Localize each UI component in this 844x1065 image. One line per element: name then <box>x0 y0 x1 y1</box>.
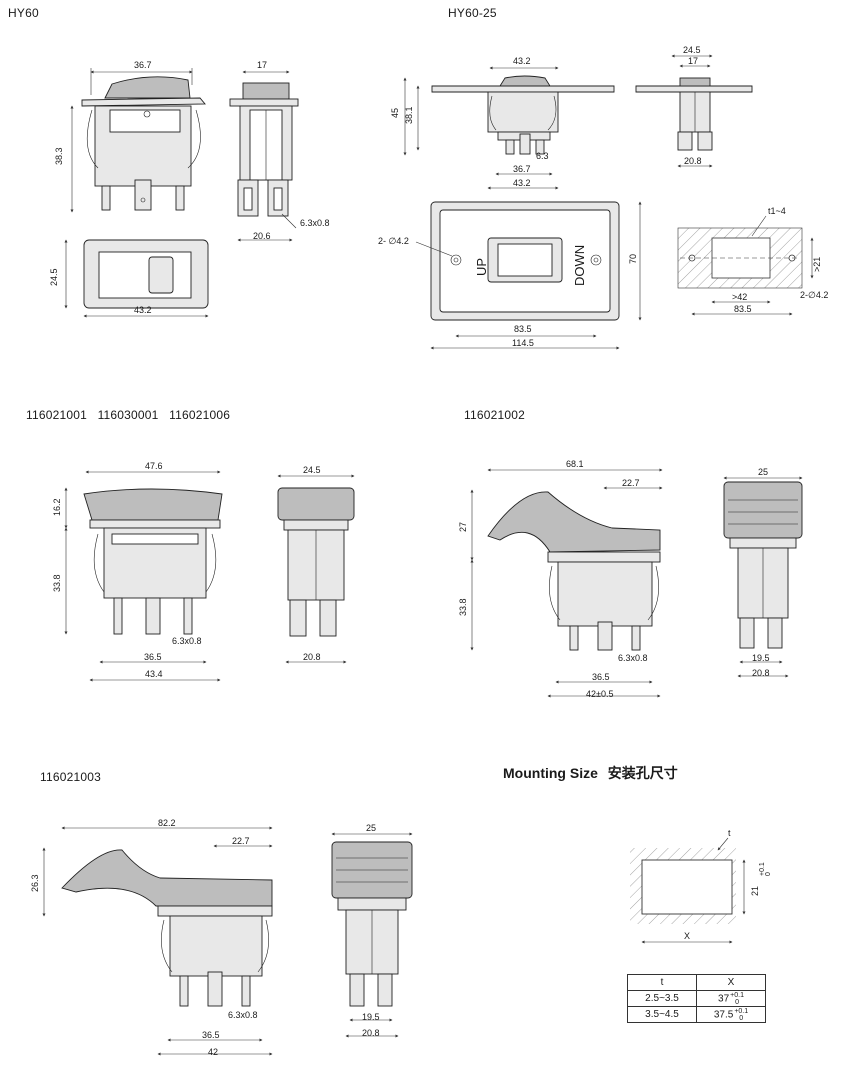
group1-dim-338: 33.8 <box>52 574 62 592</box>
title-group2: 116021002 <box>464 408 525 422</box>
group3-dim-side-25: 25 <box>366 823 376 833</box>
cutout-dim-21: >21 <box>812 257 822 272</box>
hy60-25-dim-835: 83.5 <box>514 324 532 334</box>
hy60-25-dim-70: 70 <box>628 254 638 264</box>
hy60-25-plate-front-view <box>430 201 620 321</box>
group3-dim-263: 26.3 <box>30 874 40 892</box>
hy60-25-dim-367: 36.7 <box>513 164 531 174</box>
hy60-25-dim-top: 43.2 <box>513 56 531 66</box>
title-group1: 116021001 116030001 116021006 <box>26 408 231 422</box>
mounting-table-cell-t: 2.5~3.5 <box>627 990 697 1007</box>
mounting-dim-21: 21 <box>750 886 760 896</box>
mounting-dim-21-tol-up: +0.1 <box>759 862 766 876</box>
group2-dim-terminal: 6.3x0.8 <box>618 653 648 663</box>
group3-dim-side-195: 19.5 <box>362 1012 380 1022</box>
hy60-front-view <box>83 239 209 309</box>
mounting-dim-x: X <box>684 931 690 941</box>
cutout-dim-hole: 2-∅4.2 <box>800 290 828 300</box>
group2-dim-365: 36.5 <box>592 672 610 682</box>
group3-side-view <box>61 849 273 1007</box>
mounting-dim-t: t <box>728 828 731 838</box>
hy60-25-dim-63: 6.3 <box>536 151 549 161</box>
hy60-dim-height: 38.3 <box>54 147 64 165</box>
group1-side-view <box>83 488 223 635</box>
title-hy60-25: HY60-25 <box>448 6 497 20</box>
group2-dim-side-195: 19.5 <box>752 653 770 663</box>
group3-dim-42: 42 <box>208 1047 218 1057</box>
group1-dim-162: 16.2 <box>52 498 62 516</box>
group3-dim-822: 82.2 <box>158 818 176 828</box>
group2-end-view <box>723 481 803 649</box>
group3-dim-side-208: 20.8 <box>362 1028 380 1038</box>
hy60-25-dim-hole: 2- ∅4.2 <box>378 236 409 246</box>
group3-dim-365: 36.5 <box>202 1030 220 1040</box>
hy60-dim-front-height: 24.5 <box>49 268 59 286</box>
mounting-table-cell-t: 3.5~4.5 <box>627 1006 697 1023</box>
hy60-25-cutout-view <box>677 227 803 289</box>
mounting-x-tol-up: +0.1 <box>730 991 744 999</box>
mounting-x-tol-up: +0.1 <box>734 1007 749 1015</box>
group1-dim-476: 47.6 <box>145 461 163 471</box>
mounting-x-value: 37 <box>718 993 730 1005</box>
group2-dim-42: 42±0.5 <box>586 689 613 699</box>
group2-side-view <box>487 491 661 651</box>
hy60-dim-terminal: 6.3x0.8 <box>300 218 330 228</box>
hy60-25-dim-1145: 114.5 <box>512 338 534 348</box>
group1-dim-434: 43.4 <box>145 669 163 679</box>
title-group3: 116021003 <box>40 770 101 784</box>
group1-dim-365: 36.5 <box>144 652 162 662</box>
title-mounting: Mounting Size 安装孔尺寸 <box>503 763 678 783</box>
hy60-side-view <box>81 76 206 211</box>
hy60-dim-width: 36.7 <box>134 60 152 70</box>
cutout-dim-42: >42 <box>732 292 747 302</box>
label-up: UP <box>474 258 489 276</box>
hy60-25-side-view <box>431 75 615 155</box>
group1-end-view <box>277 487 355 637</box>
mounting-x-value: 37.5 <box>713 1009 734 1021</box>
group3-dim-terminal: 6.3x0.8 <box>228 1010 258 1020</box>
hy60-25-end-view <box>635 77 753 151</box>
hy60-dim-side-base: 20.6 <box>253 231 271 241</box>
hy60-end-view <box>229 82 299 217</box>
cutout-dim-t: t1~4 <box>768 206 786 216</box>
group3-dim-227: 22.7 <box>232 836 250 846</box>
hy60-25-dim-38: 38.1 <box>404 106 414 124</box>
group1-dim-side-208: 20.8 <box>303 652 321 662</box>
group2-dim-681: 68.1 <box>566 459 584 469</box>
mounting-table-header-x: X <box>696 974 766 991</box>
mounting-table-header-t: t <box>627 974 697 991</box>
mounting-label: Mounting Size <box>503 765 598 781</box>
group2-dim-side-208: 20.8 <box>752 668 770 678</box>
hy60-dim-front-width: 43.2 <box>134 305 152 315</box>
hy60-25-dim-side-208: 20.8 <box>684 156 702 166</box>
hy60-25-dim-45: 45 <box>390 108 400 118</box>
mounting-dim-21-tol-dn: 0 <box>765 872 772 876</box>
group2-dim-338: 33.8 <box>458 598 468 616</box>
mounting-x-tol-dn: 0 <box>735 998 739 1006</box>
group2-dim-27: 27 <box>458 522 468 532</box>
title-hy60: HY60 <box>8 6 39 20</box>
mounting-table-header: t X <box>627 974 766 991</box>
group1-dim-terminal: 6.3x0.8 <box>172 636 202 646</box>
group1-dim-side-245: 24.5 <box>303 465 321 475</box>
mounting-x-tol-dn: 0 <box>739 1014 744 1022</box>
mounting-cutout <box>630 848 736 924</box>
cutout-dim-835: 83.5 <box>734 304 752 314</box>
hy60-25-dim-432: 43.2 <box>513 178 531 188</box>
hy60-25-dim-side-17: 17 <box>688 56 698 66</box>
hy60-25-dim-side-245: 24.5 <box>683 45 701 55</box>
group2-dim-227: 22.7 <box>622 478 640 488</box>
mounting-label-cn: 安装孔尺寸 <box>607 766 678 782</box>
hy60-dim-side: 17 <box>257 60 267 70</box>
group2-dim-side-25: 25 <box>758 467 768 477</box>
group3-end-view <box>331 841 413 1007</box>
label-down: DOWN <box>572 245 587 286</box>
